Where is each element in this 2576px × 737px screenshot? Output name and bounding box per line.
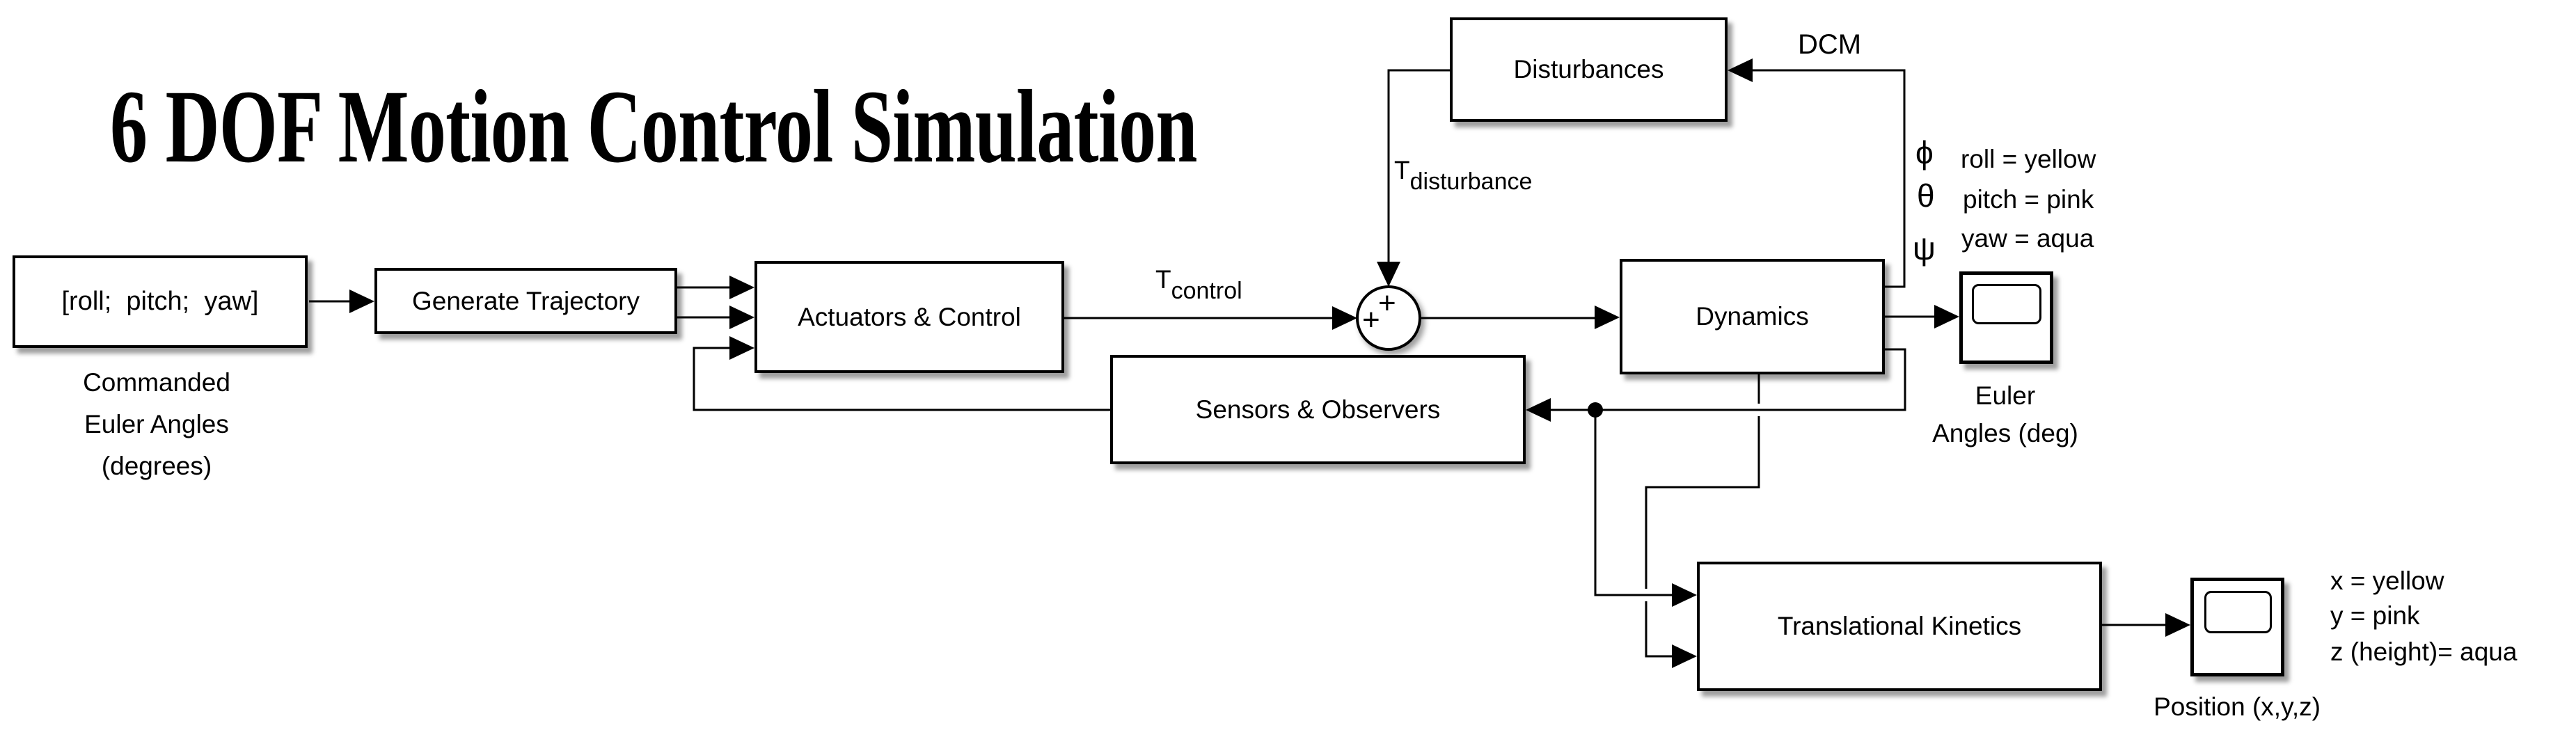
t-symbol: T <box>1155 265 1171 294</box>
block-label: [roll; pitch; yaw] <box>61 287 259 316</box>
arrowhead <box>1934 305 1959 328</box>
legend-yaw: yaw = aqua <box>1961 224 2094 253</box>
scope-euler-angles[interactable] <box>1959 271 2053 364</box>
annotation-line: Euler Angles <box>84 410 229 438</box>
annotation-line: (degrees) <box>101 452 212 480</box>
block-commanded-euler-angles[interactable]: [roll; pitch; yaw] <box>13 255 308 348</box>
phi-symbol: ϕ <box>1915 134 1934 171</box>
wire-kinetics-to-position-scope[interactable] <box>2102 613 2190 637</box>
block-label: Actuators & Control <box>798 302 1021 331</box>
annotation-t-disturbance: Tdisturbance <box>1394 156 1532 195</box>
arrowhead <box>729 276 754 299</box>
wire-trajectory-out2[interactable] <box>677 306 754 329</box>
block-translational-kinetics[interactable]: Translational Kinetics <box>1697 562 2102 691</box>
block-actuators-control[interactable]: Actuators & Control <box>754 261 1064 373</box>
sum-circle[interactable] <box>1356 285 1421 351</box>
annotation-t-control: Tcontrol <box>1155 265 1242 304</box>
wire-segment[interactable] <box>1645 416 1760 589</box>
wire-tdisturbance[interactable] <box>1377 69 1450 287</box>
wire-command-to-trajectory[interactable] <box>309 290 374 313</box>
scope-caption-position: Position (x,y,z) <box>2154 692 2321 721</box>
sum-block[interactable]: + + <box>1356 285 1421 351</box>
t-subscript: disturbance <box>1409 168 1533 195</box>
wire-segment[interactable] <box>1645 601 1691 658</box>
legend-x: x = yellow <box>2330 566 2444 595</box>
sum-plus-top: + <box>1378 286 1396 320</box>
block-sensors-observers[interactable]: Sensors & Observers <box>1110 355 1526 464</box>
wire-sum-to-dynamics[interactable] <box>1420 306 1620 329</box>
block-generate-trajectory[interactable]: Generate Trajectory <box>374 268 677 334</box>
wire-to-kinetics-in1[interactable] <box>1594 410 1697 607</box>
arrowhead <box>729 306 754 329</box>
wire-segment[interactable] <box>1733 69 1906 288</box>
legend-roll: roll = yellow <box>1961 145 2096 173</box>
sum-plus-left: + <box>1362 303 1380 337</box>
annotation-line: Commanded <box>83 368 230 397</box>
wire-to-kinetics-in2[interactable] <box>1645 374 1760 668</box>
arrowhead <box>1728 58 1753 82</box>
scope-caption-euler: Euler Angles (deg) <box>1908 377 2103 452</box>
annotation-dcm: DCM <box>1798 29 1862 60</box>
wire-dynamics-to-euler-scope[interactable] <box>1885 305 1959 328</box>
arrowhead <box>1377 262 1400 287</box>
block-label: Dynamics <box>1696 302 1809 331</box>
wire-segment[interactable] <box>1594 410 1691 596</box>
arrowhead <box>1526 398 1551 422</box>
arrowhead <box>1332 306 1357 330</box>
arrowhead <box>1595 306 1620 329</box>
theta-symbol: θ <box>1917 177 1935 214</box>
model-title: 6 DOF Motion Control Simulation <box>110 69 1197 184</box>
caption-line: Angles (deg) <box>1932 419 2078 447</box>
arrowhead <box>2165 613 2190 637</box>
caption-line: Euler <box>1975 381 2036 410</box>
psi-symbol: ψ <box>1913 230 1936 267</box>
block-label: Generate Trajectory <box>412 286 640 315</box>
arrowhead <box>1672 644 1697 668</box>
legend-y: y = pink <box>2330 601 2420 630</box>
wire-segment[interactable] <box>1387 69 1450 281</box>
arrowhead <box>1672 583 1697 607</box>
annotation-commanded-euler-angles: Commanded Euler Angles (degrees) <box>40 362 273 487</box>
wire-tcontrol[interactable] <box>1064 306 1357 330</box>
scope-position[interactable] <box>2190 578 2284 676</box>
block-label: Disturbances <box>1513 55 1664 84</box>
block-label: Sensors & Observers <box>1195 395 1441 424</box>
t-symbol: T <box>1394 156 1410 184</box>
legend-pitch: pitch = pink <box>1963 185 2094 214</box>
scope-screen-icon <box>2204 591 2272 633</box>
arrowhead <box>729 336 754 360</box>
t-subscript: control <box>1171 278 1242 304</box>
wire-sensors-to-actuators[interactable] <box>693 336 1110 411</box>
block-label: Translational Kinetics <box>1777 612 2022 640</box>
block-dynamics[interactable]: Dynamics <box>1620 259 1885 374</box>
arrowhead <box>349 290 374 313</box>
block-disturbances[interactable]: Disturbances <box>1450 17 1728 122</box>
wire-trajectory-out1[interactable] <box>677 276 754 299</box>
wire-dcm[interactable] <box>1728 58 1906 288</box>
wire-segment[interactable] <box>693 347 1110 411</box>
wire-segment[interactable] <box>1531 348 1906 411</box>
scope-screen-icon <box>1972 284 2041 324</box>
legend-z: z (height)= aqua <box>2330 637 2518 666</box>
